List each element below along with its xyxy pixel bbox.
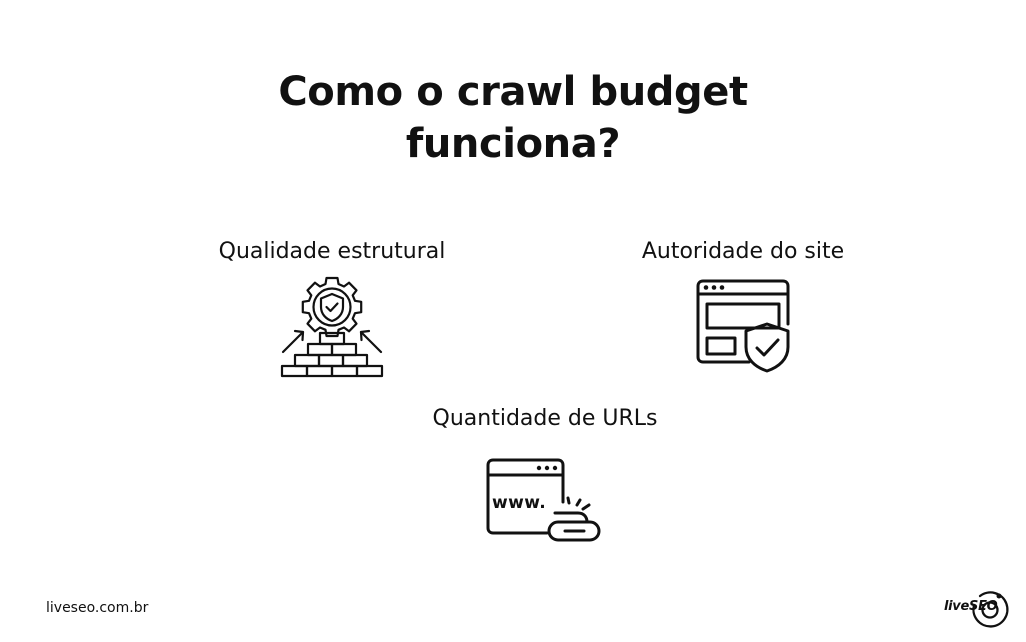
feature-label-authority: Autoridade do site (641, 239, 845, 264)
brand-ring-icon (972, 591, 1009, 628)
page-title: Como o crawl budget funciona? (0, 66, 1026, 170)
feature-label-quality: Qualidade estrutural (218, 239, 446, 264)
footer-website: liveseo.com.br (46, 600, 149, 616)
page-title-line-1: Como o crawl budget (278, 69, 748, 115)
brand-logo-text: liveSEO (944, 599, 998, 614)
browser-window-shield-icon (696, 279, 790, 373)
browser-www-link-icon: www. (486, 458, 601, 542)
www-text: www. (492, 493, 546, 513)
page-title-line-2: funciona? (405, 121, 621, 167)
gear-shield-brick-wall-icon (280, 276, 384, 378)
feature-label-urls: Quantidade de URLs (432, 406, 658, 431)
brand-logo: liveSEO (944, 588, 1010, 630)
